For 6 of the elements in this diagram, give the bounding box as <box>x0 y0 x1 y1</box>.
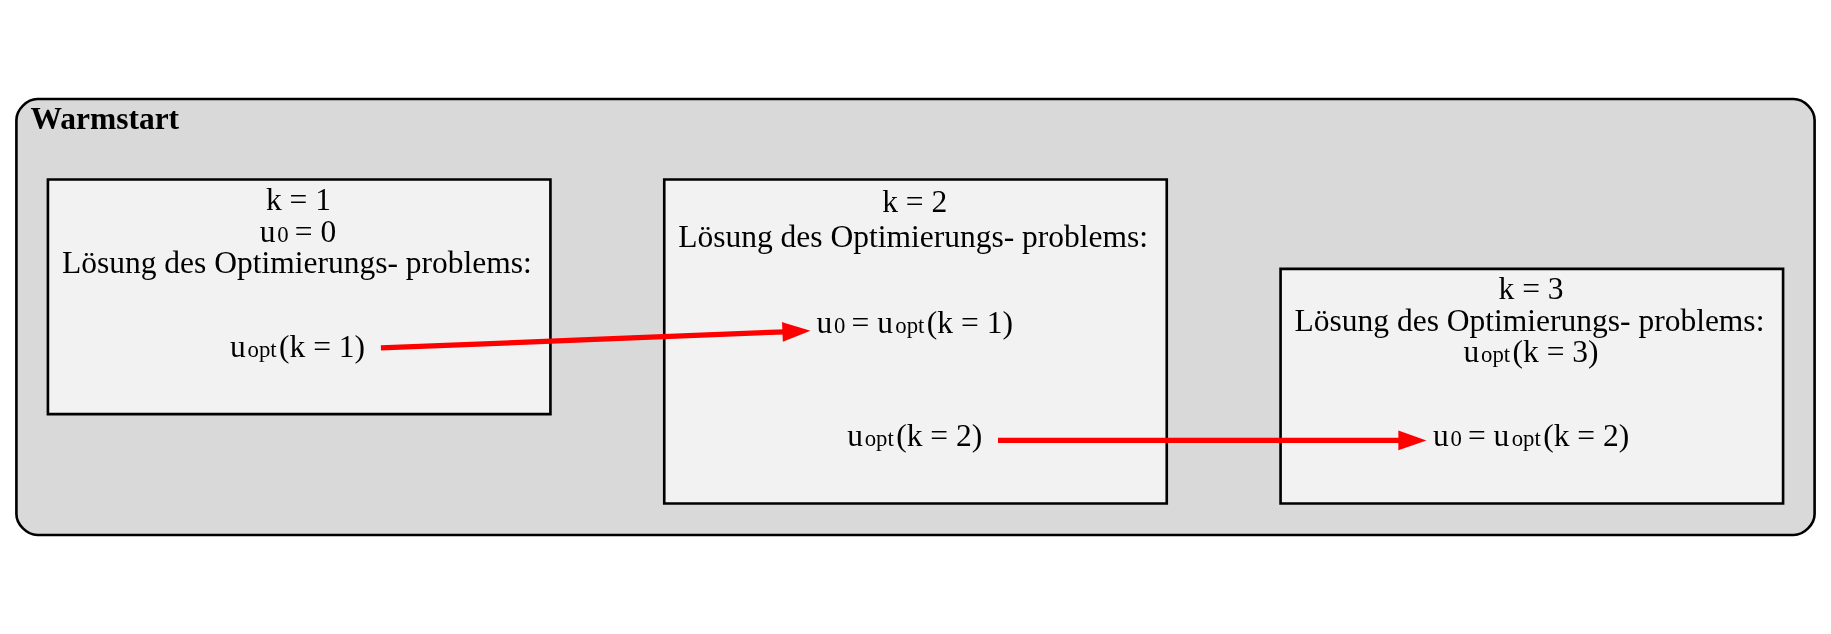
node-text: u0 = uopt(k = 1) <box>816 304 1013 340</box>
arrow <box>998 430 1427 451</box>
node-text: u0 = uopt(k = 2) <box>1432 418 1630 454</box>
node-text: uopt(k = 1) <box>230 329 366 365</box>
arrow <box>380 322 811 351</box>
node-text: uopt(k = 2) <box>847 418 983 454</box>
